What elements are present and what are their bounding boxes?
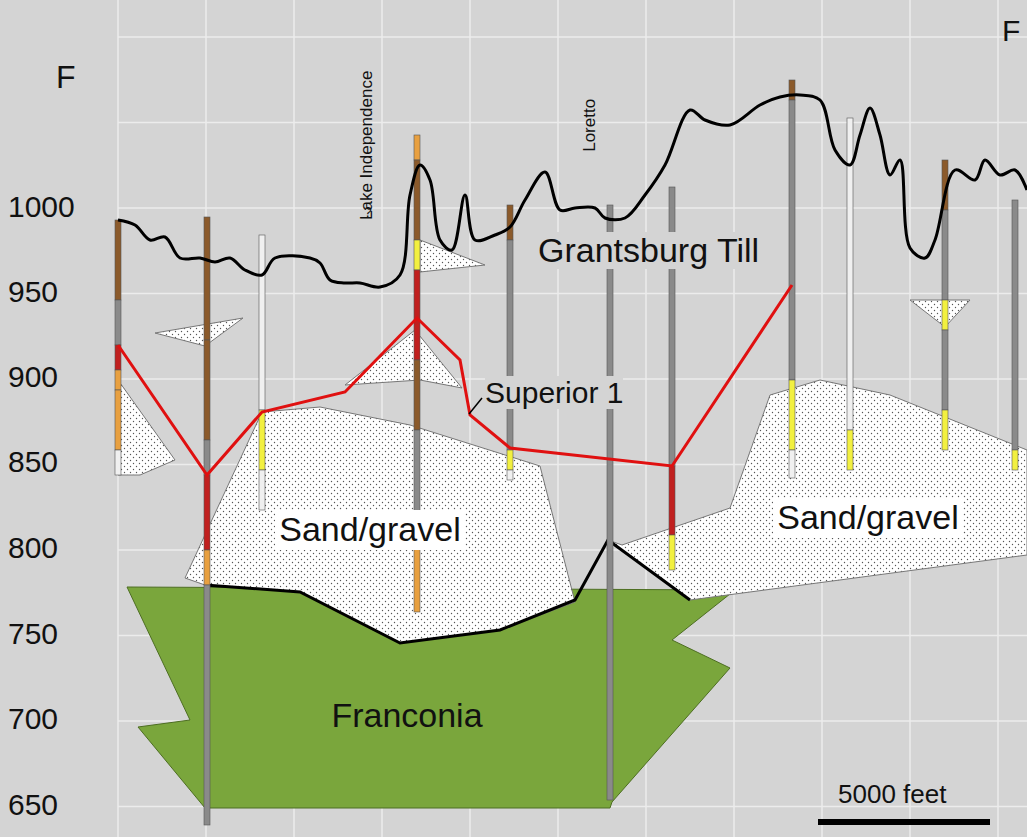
borehole-log [414,360,420,430]
place-name: Lake Independence [359,70,378,219]
sand-lens [345,330,462,388]
section-end: F [56,60,76,95]
borehole-log [942,330,948,410]
section-end: F [1002,14,1020,47]
sand-gravel-unit: Sand/gravel [773,498,962,537]
borehole-log [607,205,613,800]
borehole-log [507,240,513,450]
borehole-log [789,450,795,478]
elevation-tick: 800 [8,531,58,564]
borehole-log [847,430,853,470]
scale-bar [818,819,990,825]
borehole-log [669,466,675,535]
sand-lens [155,318,243,346]
elevation-tick: 950 [8,275,58,308]
borehole-log [115,390,121,450]
elevation-tick: 1000 [8,190,75,223]
borehole-log [259,410,265,470]
elevation-tick: 900 [8,360,58,393]
grid-line [733,0,735,837]
borehole-log [414,540,420,612]
elevation-tick: 850 [8,445,58,478]
borehole-log [789,380,795,450]
leader-line [469,398,482,414]
borehole-log [942,300,948,330]
unit-label: Grantsburg Till [538,232,759,269]
borehole-log [507,450,513,470]
unit-name: Sand/gravel [777,499,958,536]
borehole-log [942,210,948,300]
borehole-log [789,100,795,380]
borehole-log [259,235,265,410]
unit-label: ? [364,205,372,220]
superior-boundary [118,285,792,475]
franconia-unit: Franconia [327,696,486,735]
borehole-log [669,187,675,466]
scale-label: 5000 feet [838,780,946,809]
borehole-log [669,535,675,570]
bedrock-surface [205,540,690,643]
borehole-log [204,340,210,440]
unit-name: Sand/gravel [279,511,460,548]
sand-lens [420,240,485,272]
place-name: Loretto [581,99,600,152]
grid-line [118,122,1027,124]
borehole-log [204,217,210,340]
borehole-log [204,585,210,825]
borehole-log [115,300,121,345]
land-surface [118,95,1027,287]
borehole-log [115,450,121,475]
unit-label: Superior 1 [485,376,623,409]
sand-lens [910,300,970,327]
borehole-log [115,220,121,300]
borehole-log [115,370,121,390]
borehole-log [1012,200,1018,450]
elevation-tick: 650 [8,788,58,821]
sand-gravel-unit: Sand/gravel [275,510,464,549]
borehole-log [259,470,265,510]
borehole-log [507,470,513,480]
grid-line [997,0,999,837]
borehole-log [414,135,420,160]
unit-name: Franconia [331,697,482,734]
borehole-log [1012,450,1018,470]
sand-body [185,407,575,643]
sand-lens [118,380,175,475]
elevation-tick: 750 [8,617,58,650]
borehole-log [789,80,795,100]
borehole-log [204,550,210,585]
borehole-log [942,410,948,450]
borehole-log [414,240,420,270]
borehole-log [204,475,210,550]
grid-line [118,36,1027,38]
elevation-tick: 700 [8,702,58,735]
grid-line [118,293,1027,295]
borehole-log [414,270,420,360]
